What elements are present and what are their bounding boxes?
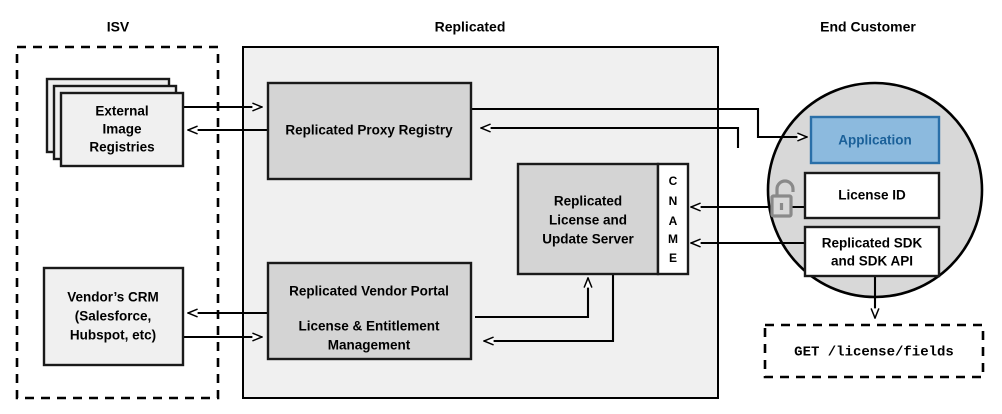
api-call-label: GET /license/fields [794, 345, 954, 361]
license-id-box [803, 171, 941, 220]
zone-title-replicated: Replicated [435, 19, 506, 35]
vendor-crm-line2: (Salesforce, [75, 309, 152, 324]
application[interactable]: Application [809, 115, 941, 165]
cname-letter-3: M [668, 232, 678, 246]
vendor-crm-box [42, 266, 185, 367]
api-call-boundary [763, 323, 985, 379]
vendor-crm[interactable]: Vendor’s CRM (Salesforce, Hubspot, etc) [42, 266, 185, 367]
unlock-icon [770, 179, 795, 218]
replicated-vendor-portal[interactable]: Replicated Vendor Portal License & Entit… [266, 261, 473, 361]
proxy-registry-box [266, 81, 473, 181]
replicated-proxy-registry[interactable]: Replicated Proxy Registry [266, 81, 473, 181]
external-registries-line3: Registries [89, 140, 154, 155]
license-server-line3: Update Server [542, 232, 634, 247]
sdk-line1: Replicated SDK [822, 236, 923, 251]
vendor-crm-line3: Hubspot, etc) [70, 328, 156, 343]
application-label: Application [838, 133, 912, 148]
sdk-box [803, 225, 941, 278]
flow-portal-to-license-server [475, 278, 588, 319]
cname-strip[interactable]: C N A M E [656, 162, 690, 276]
isv-boundary [15, 45, 220, 400]
license-server-box [516, 162, 660, 276]
license-server-line2: License and [549, 213, 627, 228]
flow-application-to-proxy [481, 128, 740, 148]
cname-letter-1: N [669, 194, 678, 208]
proxy-registry-label: Replicated Proxy Registry [285, 123, 453, 138]
flow-license-server-to-portal [484, 273, 615, 341]
license-id[interactable]: License ID [803, 171, 941, 220]
vendor-crm-line1: Vendor’s CRM [67, 290, 159, 305]
vendor-portal-line1: Replicated Vendor Portal [289, 284, 449, 299]
cname-box [656, 162, 690, 276]
license-id-label: License ID [838, 188, 906, 203]
vendor-portal-line3: Management [328, 338, 411, 353]
zone-title-isv: ISV [107, 19, 130, 35]
vendor-portal-line2: License & Entitlement [298, 319, 440, 334]
flow-proxy-to-application [470, 107, 807, 137]
registry-card-front [59, 91, 185, 168]
external-registries-line2: Image [102, 122, 142, 137]
license-server-line1: Replicated [554, 194, 622, 209]
cname-letter-4: E [669, 251, 677, 265]
cname-letter-2: A [669, 214, 678, 228]
sdk-line2: and SDK API [831, 254, 913, 269]
cname-letter-0: C [669, 174, 678, 188]
zone-title-end-customer: End Customer [820, 19, 916, 35]
application-box [809, 115, 941, 165]
external-registries-line1: External [95, 104, 148, 119]
external-image-registries[interactable]: External Image Registries [45, 77, 185, 168]
replicated-license-and-update-server[interactable]: Replicated License and Update Server [516, 162, 660, 276]
replicated-sdk[interactable]: Replicated SDK and SDK API [803, 225, 941, 278]
vendor-portal-box [266, 261, 473, 361]
